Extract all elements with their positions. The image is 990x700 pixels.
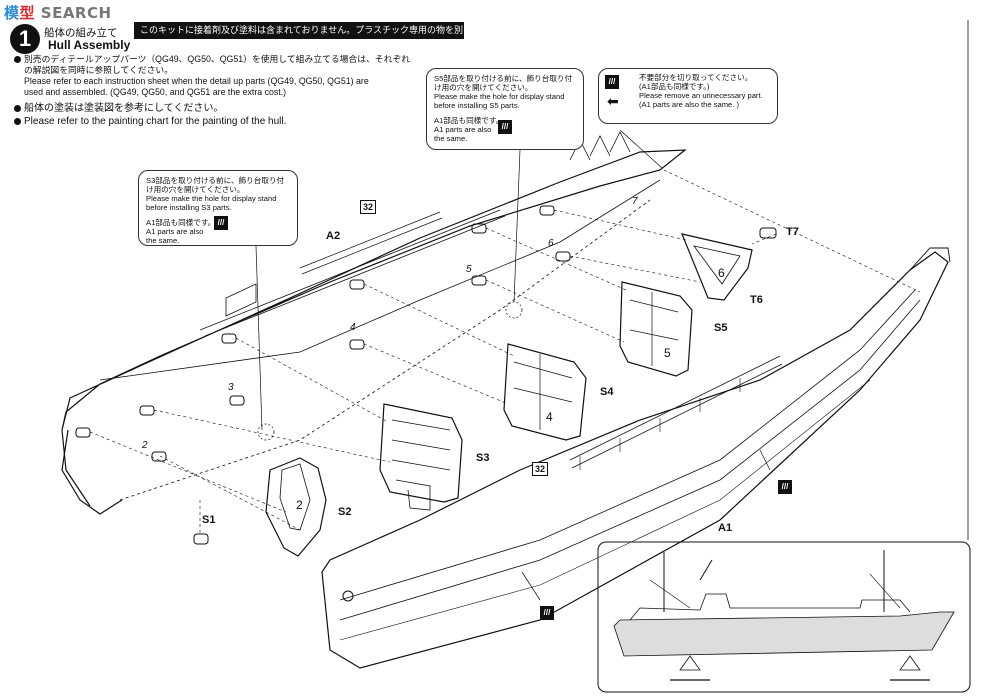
sequence-7: 7 xyxy=(632,196,638,207)
callout-remove-jp: 不要部分を切り取ってください。 xyxy=(639,73,753,82)
callout-s3-a1-jp: A1部品も同様です。 xyxy=(146,218,216,227)
watermark-char-1: 模 xyxy=(4,4,20,22)
adhesive-notice-banner: このキットに接着剤及び塗料は含まれておりません。プラスチック専用の物を別にお求め… xyxy=(134,22,464,39)
sequence-5: 5 xyxy=(466,264,472,275)
cement-icon: /// xyxy=(778,480,792,494)
bulkhead-s4 xyxy=(503,343,587,441)
note-detail-parts-en-2: used and assembled. (QG49, QG50, and QG5… xyxy=(24,87,287,97)
label-s3: S3 xyxy=(476,452,490,464)
label-s4: S4 xyxy=(600,386,614,398)
callout-s5-hole: S5部品を取り付ける前に、飾り台取り付け用の穴を開けてください。 Please … xyxy=(426,68,584,150)
callout-remove-en: Please remove an unnecessary part. xyxy=(639,91,763,100)
callout-s3-a1-en: A1 parts are also the same. xyxy=(146,227,204,245)
callout-s3-hole: S3部品を取り付ける前に、飾り台取り付け用の穴を開けてください。 Please … xyxy=(138,170,298,246)
callout-s3-jp: S3部品を取り付ける前に、飾り台取り付け用の穴を開けてください。 xyxy=(146,176,285,194)
callout-s5-jp: S5部品を取り付ける前に、飾り台取り付け用の穴を開けてください。 xyxy=(434,74,573,92)
step-number: 1 xyxy=(10,24,40,54)
frame-number-4: 4 xyxy=(546,410,553,424)
callout-s5-en: Please make the hole for display stand b… xyxy=(434,92,565,110)
cement-icon: /// xyxy=(214,216,228,230)
frame-number-5: 5 xyxy=(664,346,671,360)
label-a1: A1 xyxy=(718,522,733,534)
label-32-upper: 32 xyxy=(360,200,377,214)
label-32-lower: 32 xyxy=(532,462,549,476)
assembly-notes: 別売のディテールアップパーツ（QG49、QG50、QG51）を使用して組み立てる… xyxy=(14,54,414,128)
note-detail-parts-jp: 別売のディテールアップパーツ（QG49、QG50、QG51）を使用して組み立てる… xyxy=(14,54,414,65)
sequence-4: 4 xyxy=(350,322,356,333)
bulkhead-s3 xyxy=(379,403,463,503)
cement-icon: /// xyxy=(540,606,554,620)
sequence-2: 2 xyxy=(142,440,148,451)
label-s5: S5 xyxy=(714,322,728,334)
callout-s3-en: Please make the hole for display stand b… xyxy=(146,194,277,212)
step-title-jp: 船体の組み立て xyxy=(44,27,118,39)
hull-half-a1 xyxy=(321,251,949,669)
note-text: Please refer to the painting chart for t… xyxy=(24,116,287,127)
cement-icon: /// xyxy=(605,75,619,89)
side-view-box xyxy=(597,541,971,693)
sequence-6: 6 xyxy=(548,238,554,249)
frame-number-6: 6 xyxy=(718,266,725,280)
label-t7: T7 xyxy=(786,226,799,238)
callout-s5-a1-jp: A1部品も同様です。 xyxy=(434,116,504,125)
callout-remove-part: /// ⬅ 不要部分を切り取ってください。 (A1部品も同様です。) Pleas… xyxy=(598,68,778,124)
callout-s5-a1-en: A1 parts are also the same. xyxy=(434,125,492,143)
cement-icon: /// xyxy=(498,120,512,134)
stand-pins xyxy=(75,205,777,545)
watermark-char-2: 型 xyxy=(19,4,36,22)
bulkhead-s5 xyxy=(619,281,693,377)
arrow-left-icon: ⬅ xyxy=(607,93,619,109)
watermark: 模型 SEARCH xyxy=(4,2,112,23)
note-text: 船体の塗装は塗装図を参考にしてください。 xyxy=(24,103,224,114)
label-a2: A2 xyxy=(326,230,341,242)
bullet-icon xyxy=(14,56,21,64)
watermark-search: SEARCH xyxy=(40,4,112,22)
bullet-icon xyxy=(14,104,21,112)
note-detail-parts-en: Please refer to each instruction sheet w… xyxy=(24,76,369,86)
note-painting-jp: 船体の塗装は塗装図を参考にしてください。 xyxy=(14,102,414,115)
frame-number-2: 2 xyxy=(296,498,303,512)
callout-remove-en2: (A1 parts are also the same. ) xyxy=(639,100,740,109)
bullet-icon xyxy=(14,117,21,125)
step-title-en: Hull Assembly xyxy=(48,38,131,52)
label-s1: S1 xyxy=(202,514,216,526)
note-painting-en: Please refer to the painting chart for t… xyxy=(14,115,414,128)
label-t6: T6 xyxy=(750,294,763,306)
label-s2: S2 xyxy=(338,506,352,518)
note-text: 別売のディテールアップパーツ（QG49、QG50、QG51）を使用して組み立てる… xyxy=(24,54,411,64)
callout-remove-jp2: (A1部品も同様です。) xyxy=(639,82,710,91)
sequence-3: 3 xyxy=(228,382,234,393)
bulkhead-s2 xyxy=(265,457,327,557)
note-detail-parts-jp-2: の解説図を同時に参照してください。 xyxy=(24,65,174,75)
bulkhead-t6 xyxy=(681,233,753,301)
